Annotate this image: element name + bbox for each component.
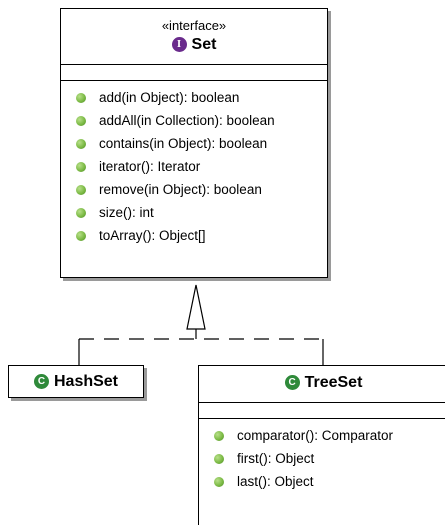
set-title: I Set (61, 36, 327, 54)
treeset-operation[interactable]: last(): Object (199, 470, 445, 493)
operation-label: last(): Object (237, 474, 314, 489)
operation-label: first(): Object (237, 451, 315, 466)
public-method-icon (214, 476, 224, 487)
operation-label: size(): int (99, 205, 154, 220)
operation-label: toArray(): Object[] (99, 228, 206, 243)
set-operation[interactable]: remove(in Object): boolean (61, 178, 327, 201)
treeset-operation[interactable]: first(): Object (199, 447, 445, 470)
public-method-icon (76, 138, 86, 149)
operation-label: remove(in Object): boolean (99, 182, 262, 197)
set-operations-compartment: add(in Object): boolean addAll(in Collec… (61, 81, 327, 247)
public-method-icon (76, 115, 86, 126)
treeset-title: C TreeSet (199, 374, 445, 392)
public-method-icon (76, 230, 86, 241)
public-method-icon (214, 453, 224, 464)
operation-label: contains(in Object): boolean (99, 136, 268, 151)
interface-icon: I (171, 37, 187, 52)
set-interface-box[interactable]: «interface» I Set add(in Object): boolean… (60, 8, 328, 278)
treeset-header: C TreeSet (199, 366, 445, 403)
set-name: Set (191, 36, 217, 53)
realization-connector (78, 284, 324, 365)
set-operation[interactable]: toArray(): Object[] (61, 224, 327, 247)
public-method-icon (76, 161, 86, 172)
public-method-icon (214, 430, 224, 441)
set-operation[interactable]: add(in Object): boolean (61, 86, 327, 109)
treeset-operations-compartment: comparator(): Comparator first(): Object… (199, 419, 445, 493)
hashset-name: HashSet (53, 373, 119, 390)
set-operation[interactable]: contains(in Object): boolean (61, 132, 327, 155)
treeset-class-box[interactable]: C TreeSet comparator(): Comparator first(… (198, 365, 445, 525)
operation-label: add(in Object): boolean (99, 90, 240, 105)
public-method-icon (76, 92, 86, 103)
class-icon: C (284, 375, 300, 390)
operation-label: comparator(): Comparator (237, 428, 394, 443)
hashset-title: C HashSet (9, 373, 143, 391)
treeset-name: TreeSet (304, 374, 363, 391)
set-stereotype: «interface» (161, 18, 227, 33)
set-operation[interactable]: iterator(): Iterator (61, 155, 327, 178)
set-operation[interactable]: addAll(in Collection): boolean (61, 109, 327, 132)
operation-label: iterator(): Iterator (99, 159, 201, 174)
public-method-icon (76, 184, 86, 195)
set-operation[interactable]: size(): int (61, 201, 327, 224)
realization-arrowhead (186, 284, 206, 330)
treeset-attributes-compartment (199, 403, 445, 419)
public-method-icon (76, 207, 86, 218)
hashset-class-box[interactable]: C HashSet (8, 365, 144, 398)
set-attributes-compartment (61, 65, 327, 81)
class-icon: C (33, 374, 49, 389)
operation-label: addAll(in Collection): boolean (99, 113, 275, 128)
set-header: «interface» I Set (61, 9, 327, 65)
treeset-operation[interactable]: comparator(): Comparator (199, 424, 445, 447)
